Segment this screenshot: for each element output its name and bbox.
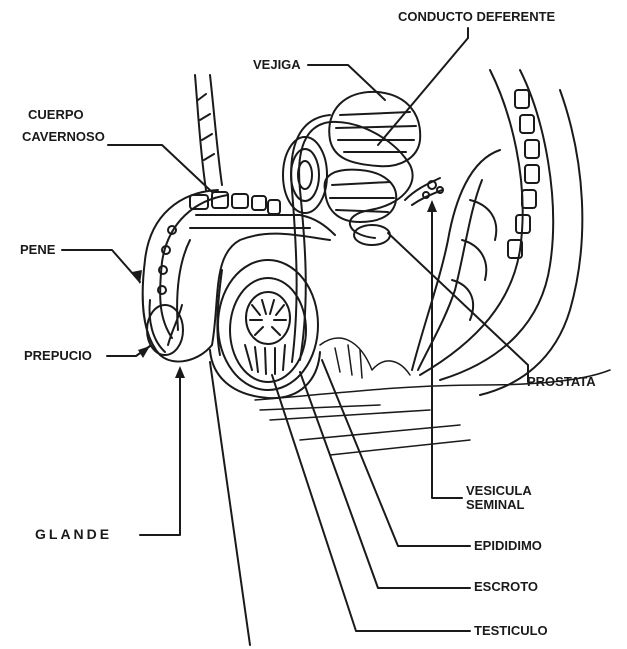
label-vejiga: VEJIGA: [253, 58, 301, 72]
label-cuerpo: CUERPO: [28, 108, 84, 122]
leader-cuerpo: [108, 145, 212, 192]
abdominal-wall: [195, 75, 222, 190]
rectum: [412, 70, 582, 395]
label-prostata: PROSTATA: [527, 375, 596, 389]
leader-glande: [140, 370, 180, 535]
label-vesicula: VESICULA: [466, 484, 532, 498]
leader-escroto: [300, 372, 470, 588]
leader-prostata: [388, 233, 528, 382]
label-seminal: SEMINAL: [466, 498, 525, 512]
label-epididimo: EPIDIDIMO: [474, 539, 542, 553]
label-prepucio: PREPUCIO: [24, 349, 92, 363]
label-conducto-deferente: CONDUCTO DEFERENTE: [398, 10, 555, 24]
label-glande: GLANDE: [35, 527, 112, 541]
leader-pene: [62, 250, 140, 282]
bladder: [325, 92, 421, 222]
leader-bottom: [210, 362, 250, 645]
label-testiculo: TESTICULO: [474, 624, 548, 638]
label-pene: PENE: [20, 243, 55, 257]
leader-vejiga: [308, 65, 385, 100]
label-escroto: ESCROTO: [474, 580, 538, 594]
label-cavernoso: CAVERNOSO: [22, 130, 105, 144]
